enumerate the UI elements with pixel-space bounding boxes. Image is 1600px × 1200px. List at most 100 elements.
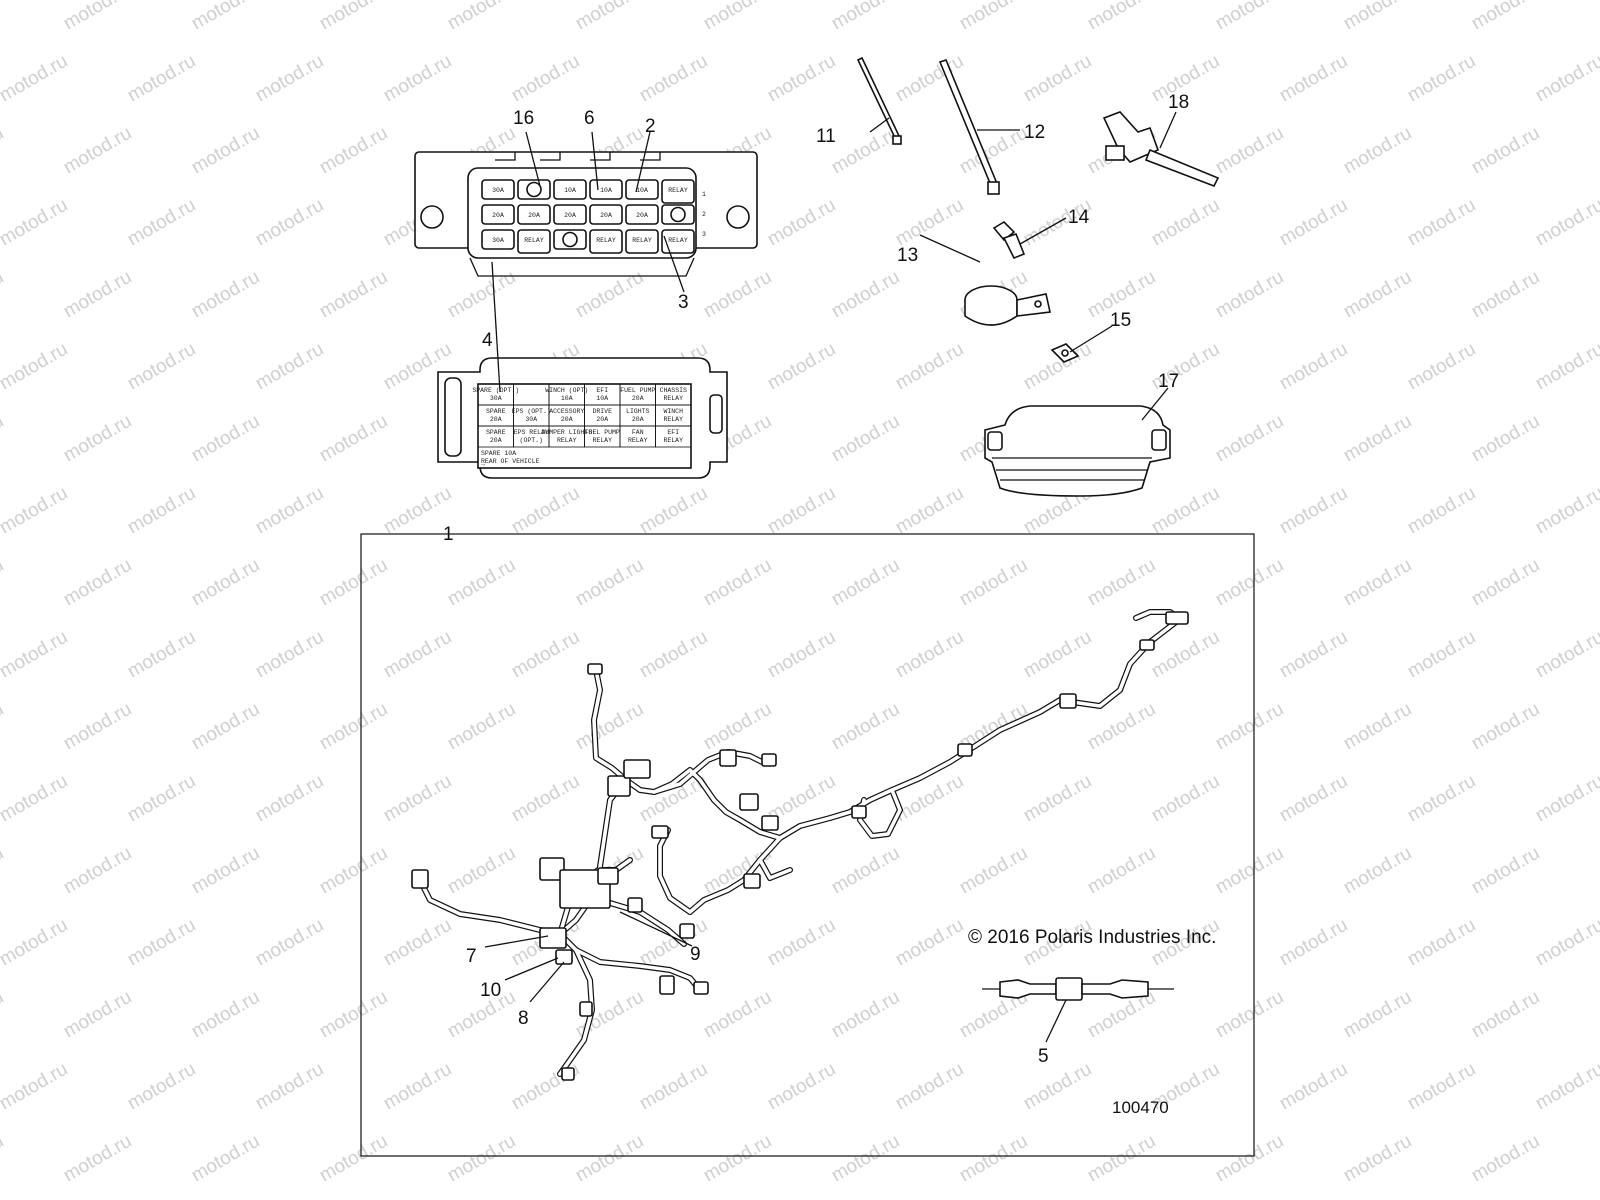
watermark-text: motod.ru bbox=[444, 1131, 519, 1187]
fuse-slot-label: 20A bbox=[492, 212, 504, 219]
watermark-text: motod.ru bbox=[380, 1059, 455, 1115]
harness-connector bbox=[587, 663, 603, 675]
callout-11: 11 bbox=[816, 126, 836, 147]
fuse-slot bbox=[553, 204, 587, 225]
watermark-text: motod.ru bbox=[828, 987, 903, 1043]
watermark-text: motod.ru bbox=[1340, 267, 1415, 323]
fuse-slot-label: 20A bbox=[528, 212, 540, 219]
harness-connector bbox=[1165, 611, 1189, 625]
cover-label-text: 20A bbox=[490, 416, 502, 423]
copyright-text: © 2016 Polaris Industries Inc. bbox=[968, 927, 1216, 948]
watermark-text: motod.ru bbox=[1276, 771, 1351, 827]
watermark-text: motod.ru bbox=[252, 771, 327, 827]
fuse-slot-label: 30A bbox=[492, 237, 504, 244]
fuse-slot bbox=[481, 229, 515, 250]
cover-label-text: REAR OF VEHICLE bbox=[481, 458, 540, 465]
side-number-1: 1 bbox=[702, 191, 706, 198]
watermark-text: motod.ru bbox=[0, 915, 71, 971]
callout-17: 17 bbox=[1158, 371, 1179, 392]
cover-label-text: LIGHTS bbox=[626, 408, 650, 415]
watermark-text: motod.ru bbox=[444, 843, 519, 899]
watermark-text: motod.ru bbox=[1340, 123, 1415, 179]
watermark-text: motod.ru bbox=[316, 267, 391, 323]
watermark-text: motod.ru bbox=[1468, 699, 1543, 755]
cover-label-text: 10A bbox=[596, 395, 608, 402]
fuse-slot-label: 20A bbox=[564, 212, 576, 219]
harness-wire-core bbox=[712, 798, 782, 840]
cover-label-text: RELAY bbox=[663, 437, 683, 444]
watermark-text: motod.ru bbox=[60, 267, 135, 323]
fuse-box-cover bbox=[984, 405, 1171, 497]
fuse-slot bbox=[625, 179, 659, 200]
watermark-text: motod.ru bbox=[124, 51, 199, 107]
watermark-text: motod.ru bbox=[1468, 987, 1543, 1043]
watermark-text: motod.ru bbox=[828, 843, 903, 899]
watermark-text: motod.ru bbox=[764, 915, 839, 971]
watermark-text: motod.ru bbox=[636, 51, 711, 107]
harness-wire-core bbox=[778, 620, 1178, 840]
watermark-text: motod.ru bbox=[1340, 555, 1415, 611]
watermark-text: motod.ru bbox=[188, 843, 263, 899]
watermark-text: motod.ru bbox=[1084, 0, 1159, 34]
watermark-text: motod.ru bbox=[316, 555, 391, 611]
cover-label-text: SPARE 10A bbox=[481, 450, 516, 457]
watermark-text: motod.ru bbox=[252, 915, 327, 971]
watermark-text: motod.ru bbox=[188, 411, 263, 467]
clamp bbox=[964, 285, 1051, 326]
callout-16: 16 bbox=[513, 108, 534, 129]
watermark-text: motod.ru bbox=[1532, 51, 1600, 107]
watermark-text: motod.ru bbox=[0, 267, 7, 323]
callout-10: 10 bbox=[480, 980, 501, 1001]
watermark-text: motod.ru bbox=[1404, 915, 1479, 971]
watermark-text: motod.ru bbox=[188, 699, 263, 755]
harness-connector bbox=[693, 981, 709, 995]
watermark-text: motod.ru bbox=[316, 0, 391, 34]
watermark-text: motod.ru bbox=[828, 411, 903, 467]
fuse-slot-label: RELAY bbox=[524, 237, 544, 244]
cover-label-text: RELAY bbox=[663, 416, 683, 423]
cover-label-text: WINCH (OPT) bbox=[545, 387, 588, 394]
fuse-slot-label: RELAY bbox=[668, 187, 688, 194]
cover-label-text: CHASSIS bbox=[660, 387, 687, 394]
watermark-text: motod.ru bbox=[1212, 555, 1287, 611]
watermark-text: motod.ru bbox=[572, 267, 647, 323]
watermark-text: motod.ru bbox=[188, 267, 263, 323]
watermark-text: motod.ru bbox=[380, 915, 455, 971]
watermark-text: motod.ru bbox=[1276, 1059, 1351, 1115]
watermark-text: motod.ru bbox=[1212, 123, 1287, 179]
watermark-text: motod.ru bbox=[1468, 123, 1543, 179]
watermark-text: motod.ru bbox=[700, 987, 775, 1043]
cover-label-text: 30A bbox=[525, 416, 537, 423]
figure-number: 100470 bbox=[1112, 1098, 1169, 1117]
watermark-text: motod.ru bbox=[0, 771, 71, 827]
callout-2: 2 bbox=[645, 116, 656, 137]
watermark-text: motod.ru bbox=[188, 123, 263, 179]
watermark-text: motod.ru bbox=[1404, 1059, 1479, 1115]
watermark-text: motod.ru bbox=[252, 339, 327, 395]
watermark-text: motod.ru bbox=[1212, 1131, 1287, 1187]
watermark-text: motod.ru bbox=[764, 483, 839, 539]
watermark-text: motod.ru bbox=[1340, 1131, 1415, 1187]
callout-3: 3 bbox=[678, 292, 689, 313]
harness-connector bbox=[411, 869, 429, 889]
watermark-text: motod.ru bbox=[636, 1059, 711, 1115]
harness-connector bbox=[1139, 639, 1155, 651]
cable-tie-large bbox=[938, 59, 1000, 195]
watermark-text: motod.ru bbox=[572, 1131, 647, 1187]
watermark-text: motod.ru bbox=[380, 771, 455, 827]
cover-label-text: FUEL PUMP bbox=[620, 387, 655, 394]
harness-wire-core bbox=[652, 750, 764, 794]
cover-label-text: 20A bbox=[632, 416, 644, 423]
push-mount-tie bbox=[1102, 111, 1220, 188]
fuse-slot-label: 10A bbox=[564, 187, 576, 194]
fuse-slot-label: RELAY bbox=[668, 237, 688, 244]
watermark-text: motod.ru bbox=[60, 699, 135, 755]
watermark-text: motod.ru bbox=[1020, 51, 1095, 107]
watermark-text: motod.ru bbox=[636, 627, 711, 683]
watermark-text: motod.ru bbox=[1276, 195, 1351, 251]
cover-label-text: SPARE (OPT.) bbox=[472, 387, 519, 394]
watermark-text: motod.ru bbox=[508, 1059, 583, 1115]
fuse-slot-label: RELAY bbox=[632, 237, 652, 244]
watermark-text: motod.ru bbox=[316, 987, 391, 1043]
harness-connector bbox=[597, 867, 619, 885]
